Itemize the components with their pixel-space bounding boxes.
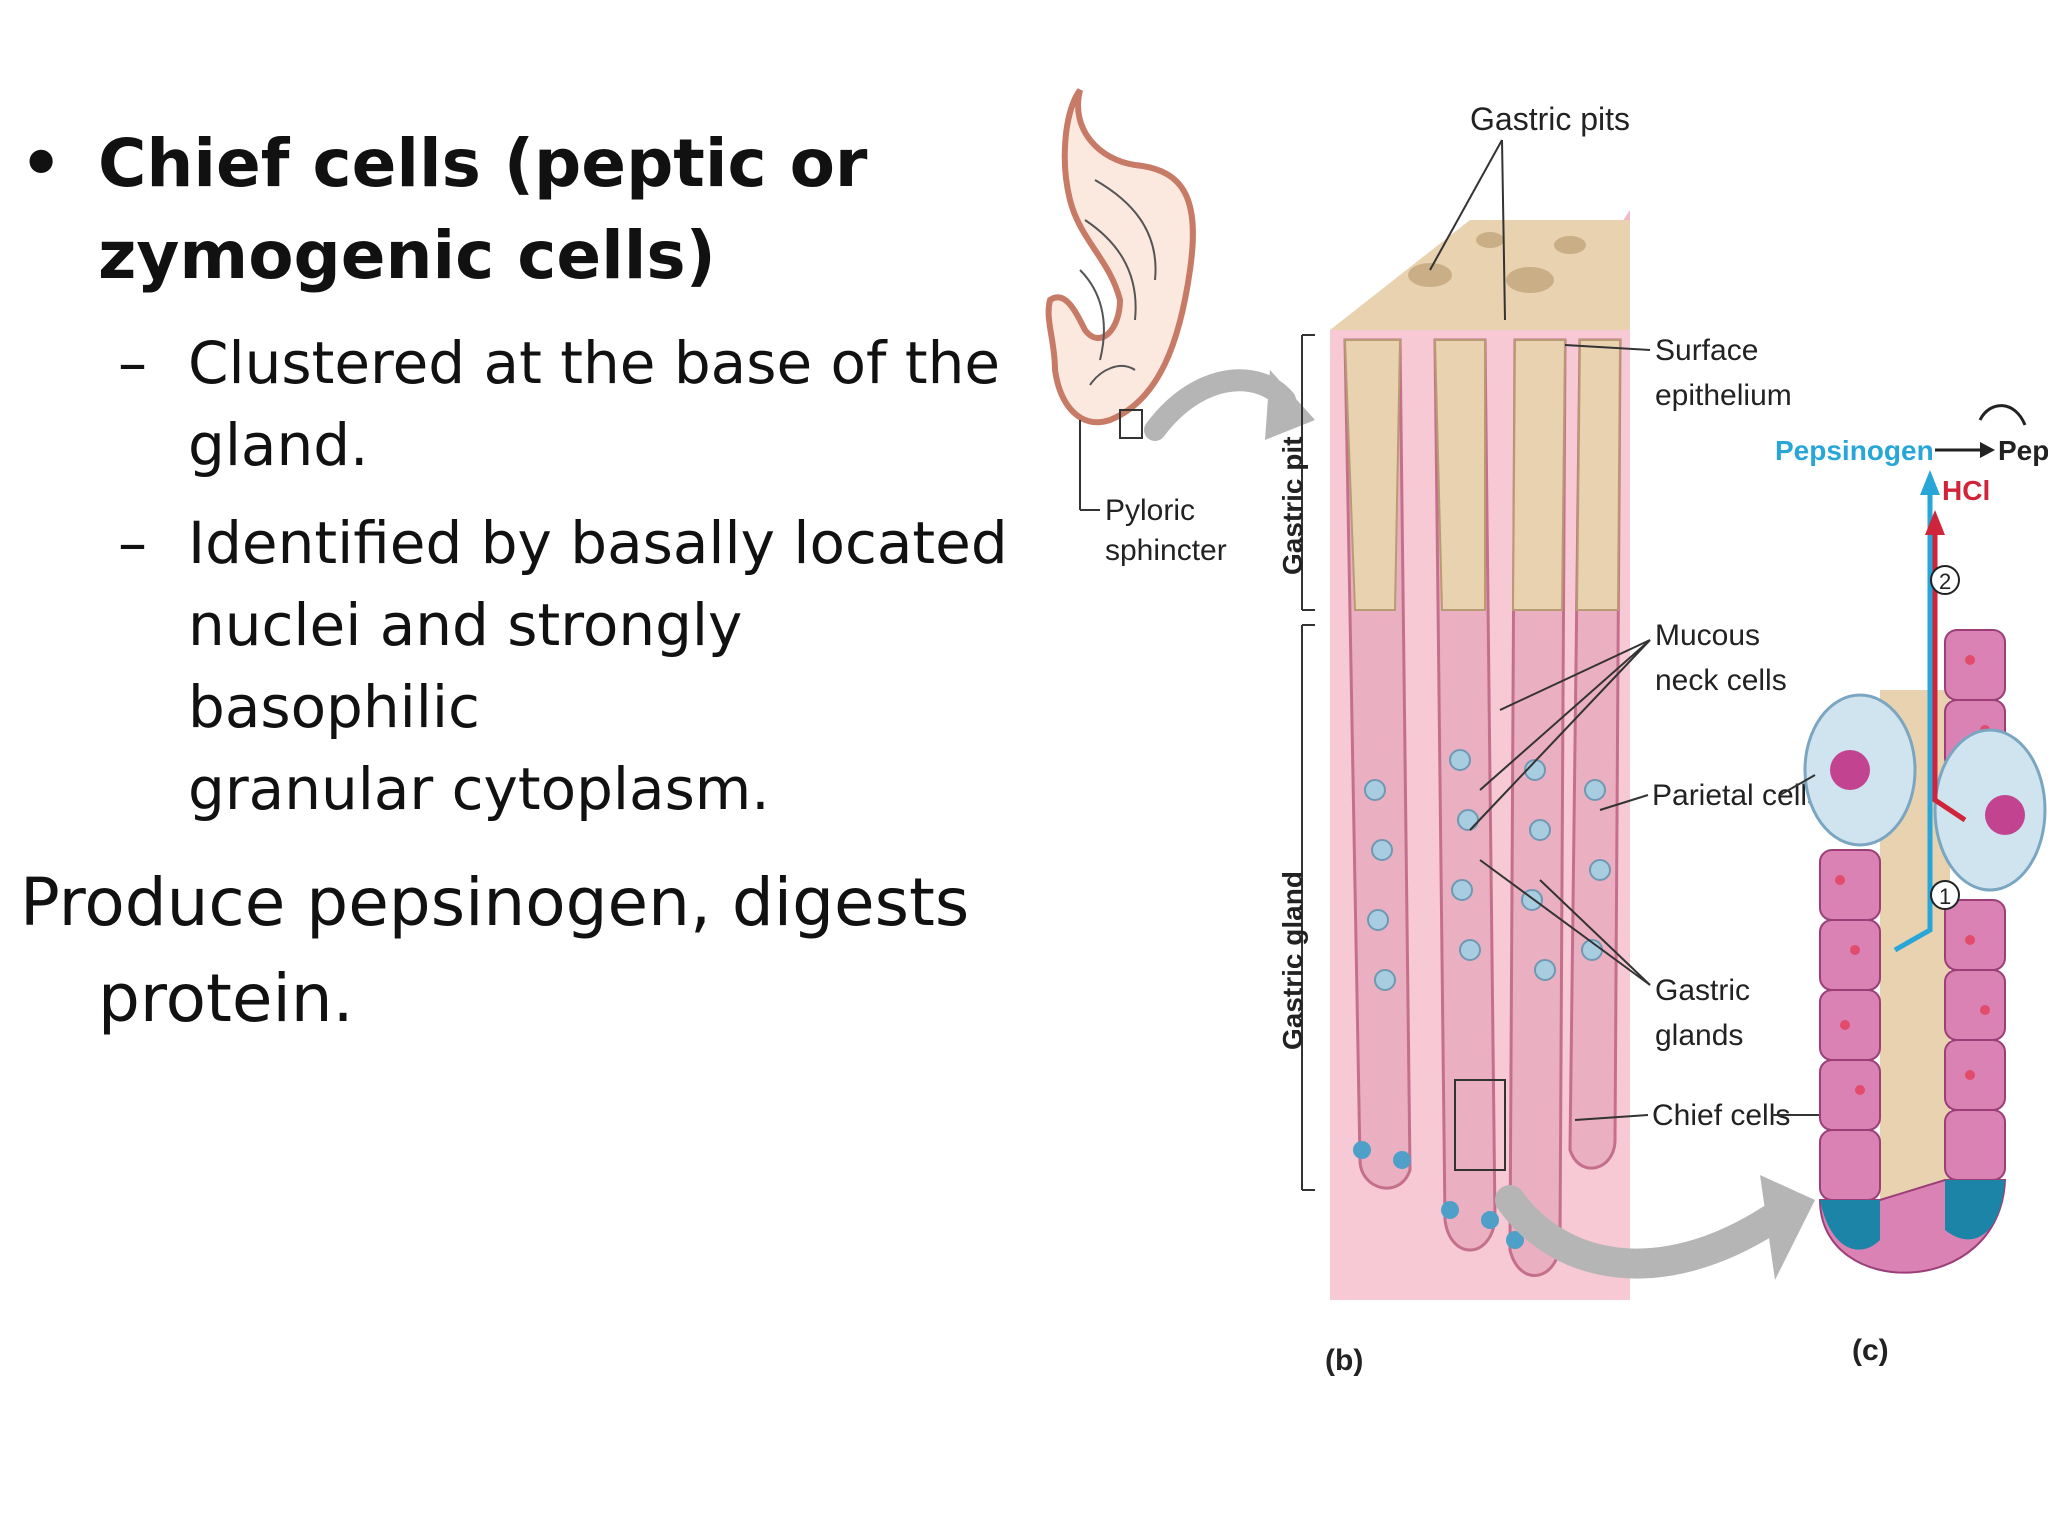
label-parietal: Parietal cells [1652, 779, 1822, 812]
subbullet-line: nuclei and strongly basophilic [188, 591, 743, 741]
gland-wall-left [1819, 849, 1881, 1201]
stomach-illustration: Pyloric sphincter [1045, 88, 1315, 567]
label-step-2: 2 [1939, 569, 1951, 594]
label-gastric-glands-2: glands [1655, 1019, 1743, 1052]
subbullet-line: Clustered at the base of the [188, 329, 1001, 397]
bullet-symbol: • [20, 125, 63, 202]
gastric-pit-opening [1476, 232, 1504, 248]
stomach-inset-box [1119, 409, 1143, 439]
label-surface-2: epithelium [1655, 379, 1792, 412]
chief-cell-c [1945, 1180, 2005, 1240]
dash-symbol: – [118, 329, 147, 397]
label-step-1: 1 [1939, 884, 1951, 909]
subbullet-line: Identified by basally located [188, 509, 1008, 577]
label-pyloric-1: Pyloric [1105, 494, 1195, 527]
label-gastric-pits: Gastric pits [1470, 101, 1630, 137]
label-surface-1: Surface [1655, 334, 1758, 367]
step-2-marker [1930, 565, 1960, 595]
hcl-arrow [1932, 530, 1967, 823]
label-chief-cells: Chief cells [1652, 1099, 1790, 1132]
label-pepsin: Pepsin [1998, 435, 2048, 466]
label-pepsinogen: Pepsinogen [1775, 435, 1934, 466]
label-gastric-pit-axis: Gastric pit [1277, 437, 1308, 575]
pepsinogen-arrow [1893, 490, 1933, 953]
bullet-line-2: zymogenic cells) [98, 217, 716, 294]
produce-statement: Produce pepsinogen, digests protein. [20, 855, 1020, 1047]
label-gastric-glands-1: Gastric [1655, 974, 1750, 1007]
panel-b-inset-box [1454, 1079, 1506, 1171]
slide-text: • Chief cells (peptic or zymogenic cells… [0, 0, 1030, 1100]
label-pyloric-2: sphincter [1105, 534, 1227, 567]
zoom-arrow-2 [1495, 1185, 1785, 1279]
gastric-gland-figure: Pyloric sphincter [1040, 70, 2048, 1410]
gastric-pit-opening [1506, 267, 1554, 293]
panel-c-gland-detail: Pepsinogen Pepsin HCl 1 2 (c) [1775, 404, 2048, 1367]
subbullet-line: granular cytoplasm. [188, 755, 770, 823]
zoom-arrow-1 [1144, 369, 1296, 441]
label-panel-b: (b) [1325, 1344, 1363, 1377]
gastric-pit-opening [1554, 236, 1586, 254]
label-hcl: HCl [1942, 475, 1990, 506]
label-gastric-gland-axis: Gastric gland [1277, 871, 1308, 1050]
dash-symbol: – [118, 509, 147, 577]
step-1-marker [1930, 880, 1960, 910]
bullet-line-1: Chief cells (peptic or [98, 125, 868, 202]
label-mucous-1: Mucous [1655, 619, 1760, 652]
gastric-pit-opening [1408, 263, 1452, 287]
label-mucous-2: neck cells [1655, 664, 1787, 697]
produce-line-2: protein. [98, 960, 354, 1037]
red-granules [1835, 655, 1990, 1095]
subbullet-line: gland. [188, 411, 369, 479]
autocatalysis-arrow [1978, 404, 2027, 426]
chief-cell-c [1820, 1200, 1880, 1250]
produce-line-1: Produce pepsinogen, digests [20, 864, 970, 941]
label-panel-c: (c) [1852, 1334, 1889, 1367]
gastric-gland-illustration: Pyloric sphincter [1045, 88, 2048, 1377]
gastric-tissue-block: Gastric pit Gastric gland Gastric pits S… [1277, 101, 1822, 1377]
